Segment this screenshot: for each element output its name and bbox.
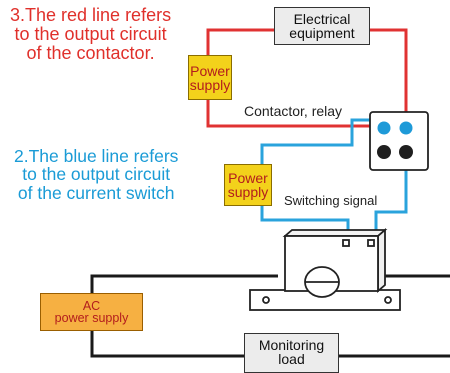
ac-power-supply-line-2: power supply bbox=[54, 311, 129, 325]
red-line-note-3: of the contactor. bbox=[26, 42, 155, 63]
blue-line-note-3: of the current switch bbox=[17, 182, 175, 203]
contactor-terminal-block bbox=[369, 111, 429, 171]
ac-power-supply-box: AC power supply bbox=[40, 293, 143, 331]
monitoring-load-line-1: Monitoring bbox=[258, 337, 325, 353]
monitoring-load-box: Monitoring load bbox=[244, 333, 339, 373]
red-line-note-2: to the output circuit bbox=[14, 23, 167, 44]
power-supply-top-box: Power supply bbox=[188, 55, 232, 100]
switching-signal-label: Switching signal bbox=[284, 193, 378, 208]
power-supply-mid-line-2: supply bbox=[227, 184, 269, 200]
contactor-relay-label: Contactor, relay bbox=[244, 103, 343, 119]
blue-circuit-wires bbox=[260, 118, 408, 230]
blue-line-note-1: 2.The blue line refers bbox=[14, 146, 179, 166]
power-supply-mid-box: Power supply bbox=[224, 164, 272, 206]
ac-power-supply-line-1: AC bbox=[82, 298, 101, 313]
electrical-equipment-box: Electrical equipment bbox=[274, 7, 370, 45]
power-supply-top-line-2: supply bbox=[189, 76, 231, 93]
electrical-equipment-line-2: equipment bbox=[289, 25, 355, 41]
power-supply-top-line-1: Power bbox=[190, 62, 230, 79]
red-circuit-wires bbox=[206, 28, 408, 128]
current-sensor-switch bbox=[249, 228, 401, 311]
monitoring-load-line-2: load bbox=[278, 351, 305, 367]
electrical-equipment-line-1: Electrical bbox=[293, 11, 351, 27]
power-supply-mid-line-1: Power bbox=[228, 170, 268, 186]
blue-line-note: 2.The blue line refers to the output cir… bbox=[14, 146, 179, 203]
blue-line-note-2: to the output circuit bbox=[22, 164, 171, 185]
red-line-note-1: 3.The red line refers bbox=[10, 5, 172, 25]
red-line-note: 3.The red line refers to the output circ… bbox=[10, 6, 171, 63]
